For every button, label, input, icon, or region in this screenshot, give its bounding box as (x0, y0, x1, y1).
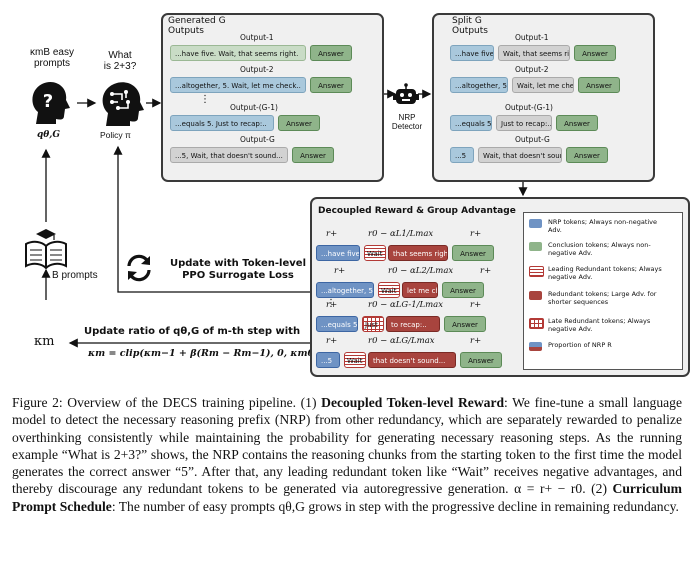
reward-r-plus-left: r+ (326, 229, 338, 239)
reward-r-plus-right: r+ (480, 266, 492, 276)
answer-chip: Answer (574, 45, 616, 61)
caption-text-2: : We fine-tune a small language model to… (12, 395, 682, 497)
reward-r-plus-left: r+ (334, 266, 346, 276)
reward-formula: r0 − αL1/Lmax (368, 229, 434, 239)
redundant-chunk: that doesn't sound... (368, 352, 456, 368)
answer-chip: Answer (442, 282, 484, 298)
nrp-detector-label: NRP Detector (391, 113, 423, 131)
generated-output-text: ...5, Wait, that doesn't sound... (170, 147, 288, 163)
nrp-chunk: ...have five (450, 45, 494, 61)
generated-output-text: ...have five. Wait, that seems right. (170, 45, 306, 61)
legend-swatch-leading (529, 266, 544, 277)
legend-text-redundant: Redundant tokens; Large Adv. for shorter… (548, 290, 657, 306)
reward-r-plus-left: r+ (326, 300, 338, 310)
redundant-chunk: that seems right.. (388, 245, 448, 261)
reward-r-plus-left: r+ (326, 336, 338, 346)
generated-output-text: ...altogether, 5. Wait, let me check.. (170, 77, 306, 93)
legend-text-proportion: Proportion of NRP R (548, 341, 612, 349)
legend-box (523, 212, 683, 370)
legend-swatch-late (529, 318, 544, 329)
redundant-chunk: Wait, let me check.. (512, 77, 574, 93)
caption-text-1: Overview of the DECS training pipeline. … (62, 395, 322, 410)
answer-chip: Answer (292, 147, 334, 163)
caption-bold-2: Curriculum Prompt Schedule (12, 481, 682, 514)
vertical-dots: ⋮ (326, 298, 336, 309)
question-label: What is 2+3? (103, 50, 137, 72)
leading-redundant-token: Wait (378, 282, 400, 298)
generated-output-label: Output-G (240, 135, 275, 144)
connector-arrows (41, 89, 528, 348)
b-prompts-label: B prompts (52, 270, 98, 281)
redundant-chunk: Just to recap:.. (496, 115, 552, 131)
reward-title: Decoupled Reward & Group Advantage (318, 206, 516, 216)
reward-r-plus-right: r+ (470, 229, 482, 239)
nrp-chunk: ...equals 5 (450, 115, 492, 131)
answer-chip: Answer (444, 316, 486, 332)
generated-output-label: Output-1 (240, 33, 274, 42)
redundant-chunk: let me check.. (402, 282, 438, 298)
redundant-chunk: to recap:.. (386, 316, 440, 332)
figure-caption: Figure 2: Overview of the DECS training … (12, 394, 682, 515)
caption-bold-1: Decoupled Token-level Reward (321, 395, 505, 410)
nrp-chunk: ...altogether, 5 (316, 282, 374, 298)
nrp-chunk: ...equals 5 (316, 316, 358, 332)
generated-output-label: Output-(G-1) (230, 103, 278, 112)
caption-figure-label: Figure 2: (12, 395, 63, 410)
caption-text-3: : The number of easy prompts qθ,G grows … (111, 498, 679, 514)
legend-swatch-proportion (529, 342, 542, 351)
generated-output-label: Output-2 (240, 65, 274, 74)
split-output-label: Output-2 (515, 65, 549, 74)
book-icon (22, 226, 70, 275)
update-ratio-formula: κm = clip(κm−1 + β(Rm − Rm−1), 0, κm0) (88, 348, 319, 359)
answer-chip: Answer (578, 77, 620, 93)
generated-output-text: ...equals 5. Just to recap:.. (170, 115, 274, 131)
legend-text-conclusion: Conclusion tokens; Always non-negative A… (548, 241, 651, 257)
vertical-dots: ⋮ (200, 94, 210, 105)
split-output-label: Output-G (515, 135, 550, 144)
legend-swatch-nrp (529, 219, 542, 228)
nrp-chunk: ...have five (316, 245, 360, 261)
leading-redundant-token: Wait (364, 245, 386, 261)
kappa-label: κm (34, 334, 55, 349)
reward-formula: r0 − αL2/Lmax (388, 266, 454, 276)
legend-text-late: Late Redundant tokens; Always negative A… (548, 317, 651, 333)
easy-prompts-label: κmB easy prompts (30, 47, 74, 69)
redundant-chunk: Wait, that doesn't sound... (478, 147, 562, 163)
reward-r-plus-right: r+ (470, 300, 482, 310)
reward-formula: r0 − αLG/Lmax (368, 336, 435, 346)
reward-r-plus-right: r+ (470, 336, 482, 346)
answer-chip: Answer (556, 115, 598, 131)
legend-swatch-redundant (529, 291, 542, 300)
answer-chip: Answer (460, 352, 502, 368)
leading-redundant-token: Just (362, 316, 384, 332)
answer-chip: Answer (310, 77, 352, 93)
refresh-icon (124, 253, 154, 288)
nrp-chunk: ...5 (316, 352, 340, 368)
generated-title: Generated G Outputs (168, 16, 226, 36)
nrp-chunk: ...altogether, 5 (450, 77, 508, 93)
legend-text-leading: Leading Redundant tokens; Always negativ… (548, 265, 662, 281)
q-theta-label: qθ,G (37, 130, 61, 140)
answer-chip: Answer (452, 245, 494, 261)
legend-swatch-conclusion (529, 242, 542, 251)
split-output-label: Output-1 (515, 33, 549, 42)
policy-label: Policy π (100, 130, 131, 140)
redundant-chunk: Wait, that seems right.. (498, 45, 570, 61)
robot-icon (393, 83, 419, 114)
split-output-label: Output-(G-1) (505, 103, 553, 112)
answer-chip: Answer (310, 45, 352, 61)
leading-redundant-token: Wait (344, 352, 366, 368)
answer-chip: Answer (278, 115, 320, 131)
update-ratio-line1: Update ratio of qθ,G of m-th step with (84, 326, 301, 337)
reward-formula: r0 − αLG-1/Lmax (368, 300, 444, 310)
policy-head-icon (98, 80, 146, 133)
legend-text-nrp: NRP tokens; Always non-negative Adv. (548, 218, 658, 234)
svg-text:?: ? (43, 91, 53, 112)
update-policy-label: Update with Token-level PPO Surrogate Lo… (169, 258, 306, 281)
answer-chip: Answer (566, 147, 608, 163)
nrp-chunk: ...5 (450, 147, 474, 163)
question-head-icon: ? (26, 80, 72, 131)
split-title: Split G Outputs (452, 16, 488, 36)
